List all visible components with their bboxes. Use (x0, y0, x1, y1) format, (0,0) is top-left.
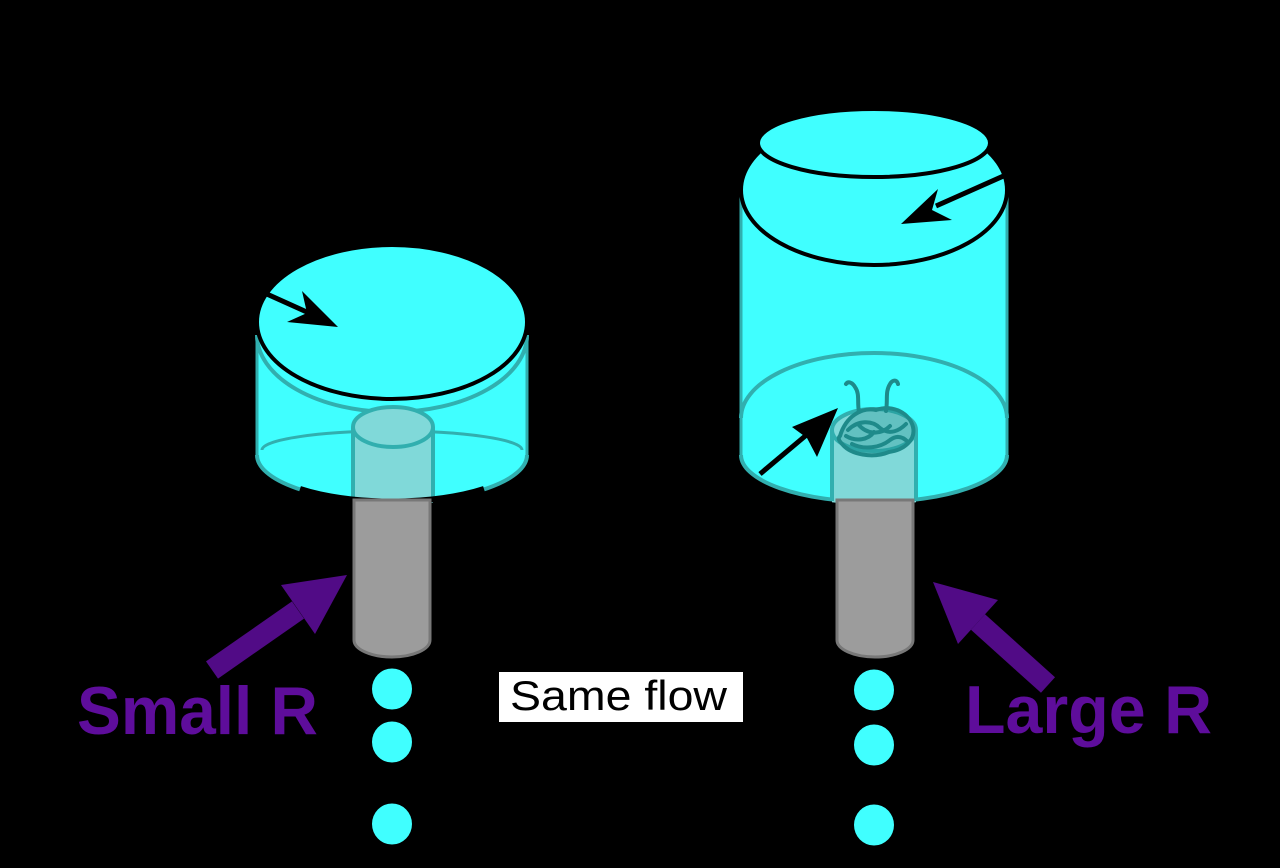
water-level-arrow-large (901, 147, 1064, 224)
same-flow-callout: Same flow (490, 672, 754, 722)
droplet (854, 724, 894, 766)
large-tank-water-surface (756, 107, 992, 179)
small-outlet-pipe (352, 498, 432, 659)
small-r-label: Small R (77, 673, 318, 749)
arrow-shaft (970, 614, 1056, 693)
same-flow-box (499, 672, 743, 722)
large-tank-spout (835, 498, 915, 846)
arrow-head-icon (933, 582, 998, 644)
arrow-shaft (758, 430, 812, 476)
arrow-head-icon (792, 408, 838, 457)
droplet (372, 668, 412, 710)
arrow-head-icon (281, 575, 347, 634)
water-level-arrow-small (236, 278, 338, 327)
large-outlet-pipe (835, 498, 915, 659)
arrow-head-icon (901, 189, 952, 224)
clog-strand (844, 380, 861, 414)
large-r-label: Large R (965, 672, 1212, 748)
small-r-arrow (205, 575, 347, 679)
arrow-head-icon (287, 291, 338, 327)
large-tank (739, 107, 1064, 511)
small-tank-inner-drain (351, 405, 435, 503)
arrow-shaft (236, 278, 311, 316)
large-tank-floor-edge (739, 351, 1009, 419)
small-tank-water-surface (255, 243, 529, 401)
clog-squiggle (850, 434, 910, 450)
small-tank (236, 243, 529, 505)
large-tank-inner-drain (830, 407, 918, 503)
clog-strand (884, 378, 900, 413)
arrow-shaft (934, 147, 1064, 209)
same-flow-label: Same flow (510, 672, 728, 719)
small-tank-spout (352, 498, 432, 845)
large-r-arrow (933, 582, 1056, 693)
droplet (372, 803, 412, 845)
droplet (372, 721, 412, 763)
inner-drain-opening (351, 405, 435, 449)
clog-squiggle (844, 430, 876, 442)
arrow-shaft (205, 601, 305, 679)
droplet (854, 804, 894, 846)
droplet (854, 669, 894, 711)
clog-arrow (758, 408, 838, 476)
clog (836, 378, 916, 458)
